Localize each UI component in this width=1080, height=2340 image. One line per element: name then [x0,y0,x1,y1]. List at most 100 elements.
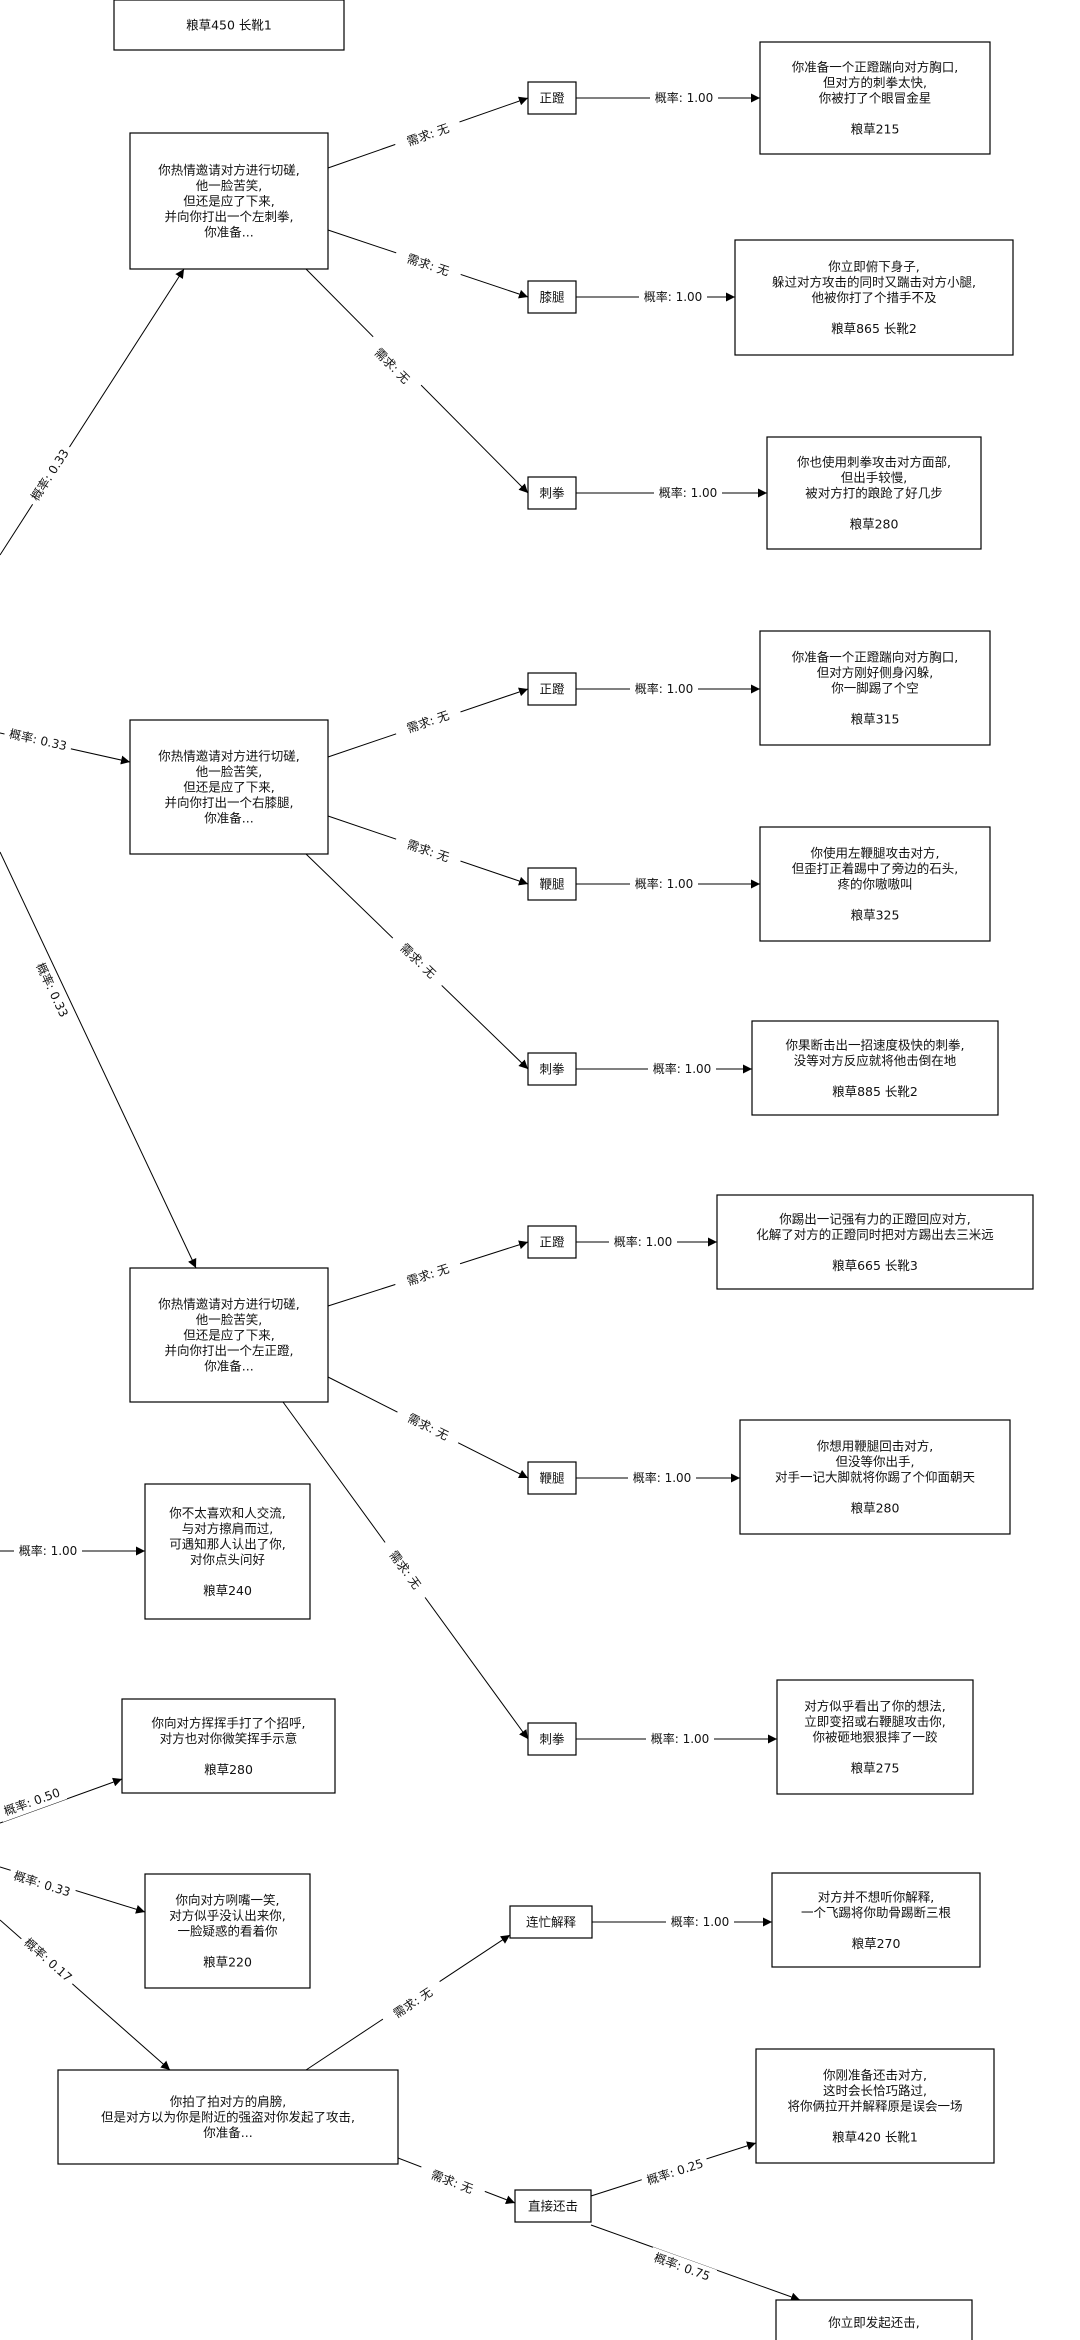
edge-label: 概率: 1.00 [671,1914,730,1929]
node-a1_ciquan: 刺拳 [527,476,577,510]
node-text-line: 对方似乎看出了你的想法, [804,1699,945,1714]
edge-e_explain_r: 概率: 1.00 [592,1913,772,1931]
node-text-line: 对方也对你微笑挥手示意 [160,1731,298,1746]
node-text-line: 对手一记大脚就将你踢了个仰面朝天 [775,1470,976,1485]
node-text-line: 他一脸苦笑, [196,764,262,779]
node-text-line: 但还是应了下来, [183,1328,274,1343]
node-text-line: 膝腿 [539,290,565,305]
node-text-line: 并向你打出一个左刺拳, [165,209,294,224]
edge-e_in_intro2: 概率: 0.33 [0,723,131,765]
node-box [57,2069,399,2165]
node-text-line: 刺拳 [539,1062,565,1077]
node-intro1: 你热情邀请对方进行切磋,他一脸苦笑,但还是应了下来,并向你打出一个左刺拳,你准备… [129,132,329,270]
edge-e_c2_r2: 概率: 1.00 [576,1469,740,1487]
node-text-line: 他被你打了个措手不及 [811,290,937,305]
node-text-line: 粮草665 长靴3 [832,1258,918,1273]
node-text-line: 连忙解释 [526,1915,577,1930]
node-box [759,630,991,746]
edge-e_i3_a2: 需求: 无 [327,1376,529,1479]
node-text-line: 你不太喜欢和人交流, [169,1505,285,1520]
node-box [771,1872,981,1968]
edge-e_i3_a1: 需求: 无 [327,1240,529,1307]
node-text-line: 粮草315 [851,712,900,727]
edge-label: 概率: 0.17 [21,1935,75,1985]
node-text-line: 你准备... [204,1359,253,1374]
node-a4_explain: 连忙解释 [509,1905,593,1939]
node-text-line: 但歪打正着踢中了旁边的石头, [792,861,958,876]
edge-e_b1_r1: 概率: 1.00 [576,680,760,698]
node-text-line: 你被打了个眼冒金星 [819,91,932,106]
node-text-line: 他一脸苦笑, [196,178,262,193]
edge-e_a2_r2: 概率: 1.00 [576,288,735,306]
edge-e_pat_explain: 需求: 无 [305,1934,511,2071]
node-text-line: 你踢出一记强有力的正蹬回应对方, [779,1211,970,1226]
edge-label: 概率: 0.33 [12,1868,72,1900]
node-a4_fight: 直接还击 [514,2189,592,2223]
node-text-line: 你拍了拍对方的肩膀, [170,2094,286,2109]
node-text-line: 但是对方以为你是附近的强盗对你发起了攻击, [101,2110,355,2125]
node-text-line: 你热情邀请对方进行切磋, [158,749,299,764]
node-text-line: 你热情邀请对方进行切磋, [158,163,299,178]
node-box [755,2048,995,2164]
node-text-line: 对你点头问好 [190,1552,265,1567]
node-box [121,1698,336,1794]
node-a3_ciquan: 刺拳 [527,1722,577,1756]
edge-label: 需求: 无 [429,2168,475,2197]
node-text-line: 粮草240 [203,1583,252,1598]
edge-label: 需求: 无 [405,121,451,149]
edge-e_a1_r1: 概率: 1.00 [576,89,760,107]
node-box [527,81,577,115]
node-text-line: 你准备一个正蹬踹向对方胸口, [792,60,958,75]
node-text-line: 你被砸地狠狠摔了一跤 [812,1730,938,1745]
node-intro3: 你热情邀请对方进行切磋,他一脸苦笑,但还是应了下来,并向你打出一个左正蹬,你准备… [129,1267,329,1403]
node-text-line: 粮草275 [851,1761,900,1776]
edge-e_fight_r2: 概率: 0.75 [590,2224,801,2302]
node-text-line: 你想用鞭腿回击对方, [817,1439,933,1454]
node-a3_bianti: 鞭腿 [527,1461,577,1495]
node-r1_xitui: 你立即俯下身子,躲过对方攻击的同时又踹击对方小腿,他被你打了个措手不及粮草865… [734,239,1014,356]
node-a2_zhengdeng: 正蹬 [527,672,577,706]
node-text-line: 立即变招或右鞭腿攻击你, [804,1714,945,1729]
edge-e_in_intro3: 概率: 0.33 [0,851,197,1269]
node-box [527,280,577,314]
node-box [766,436,982,550]
node-text-line: 但对方刚好侧身闪躲, [817,665,933,680]
edge-label: 需求: 无 [405,837,451,864]
node-text-line: 但出手较慢, [841,470,907,485]
edge-label: 概率: 0.75 [652,2250,712,2284]
edge-e_c3_r3: 概率: 1.00 [576,1730,777,1748]
node-text-line: 他一脸苦笑, [196,1312,262,1327]
node-r3_zhengdeng: 你踢出一记强有力的正蹬回应对方,化解了对方的正蹬同时把对方踢出去三米远粮草665… [716,1194,1034,1290]
node-box [527,672,577,706]
node-text-line: 你立即发起还击, [828,2315,919,2330]
node-text-line: 你一脚踢了个空 [831,681,919,696]
node-text-line: 刺拳 [539,486,565,501]
node-text-line: 粮草280 [851,1501,900,1516]
edge-line [0,851,197,1269]
edge-label: 概率: 0.25 [645,2155,705,2187]
edge-e_a3_r3: 概率: 1.00 [576,484,767,502]
node-box [716,1194,1034,1290]
node-text-line: 正蹬 [539,682,565,697]
node-box [129,1267,329,1403]
node-text-line: 鞭腿 [539,1471,565,1486]
edge-e_i1_a3: 需求: 无 [305,268,529,494]
node-box [129,132,329,270]
node-text-line: 粮草270 [852,1936,901,1951]
node-text-line: 粮草865 长靴2 [831,321,917,336]
edge-label: 概率: 0.50 [2,1785,62,1819]
node-text-line: 粮草220 [203,1955,252,1970]
edge-label: 概率: 1.00 [659,485,718,500]
edge-e_i1_a2: 需求: 无 [327,229,529,299]
node-top_cut: 粮草450 长靴1 [113,0,345,51]
edge-e_in_smile: 概率: 0.33 [0,1865,146,1914]
node-text-line: 但还是应了下来, [183,194,274,209]
edge-e_pat_fight: 需求: 无 [397,2157,516,2204]
